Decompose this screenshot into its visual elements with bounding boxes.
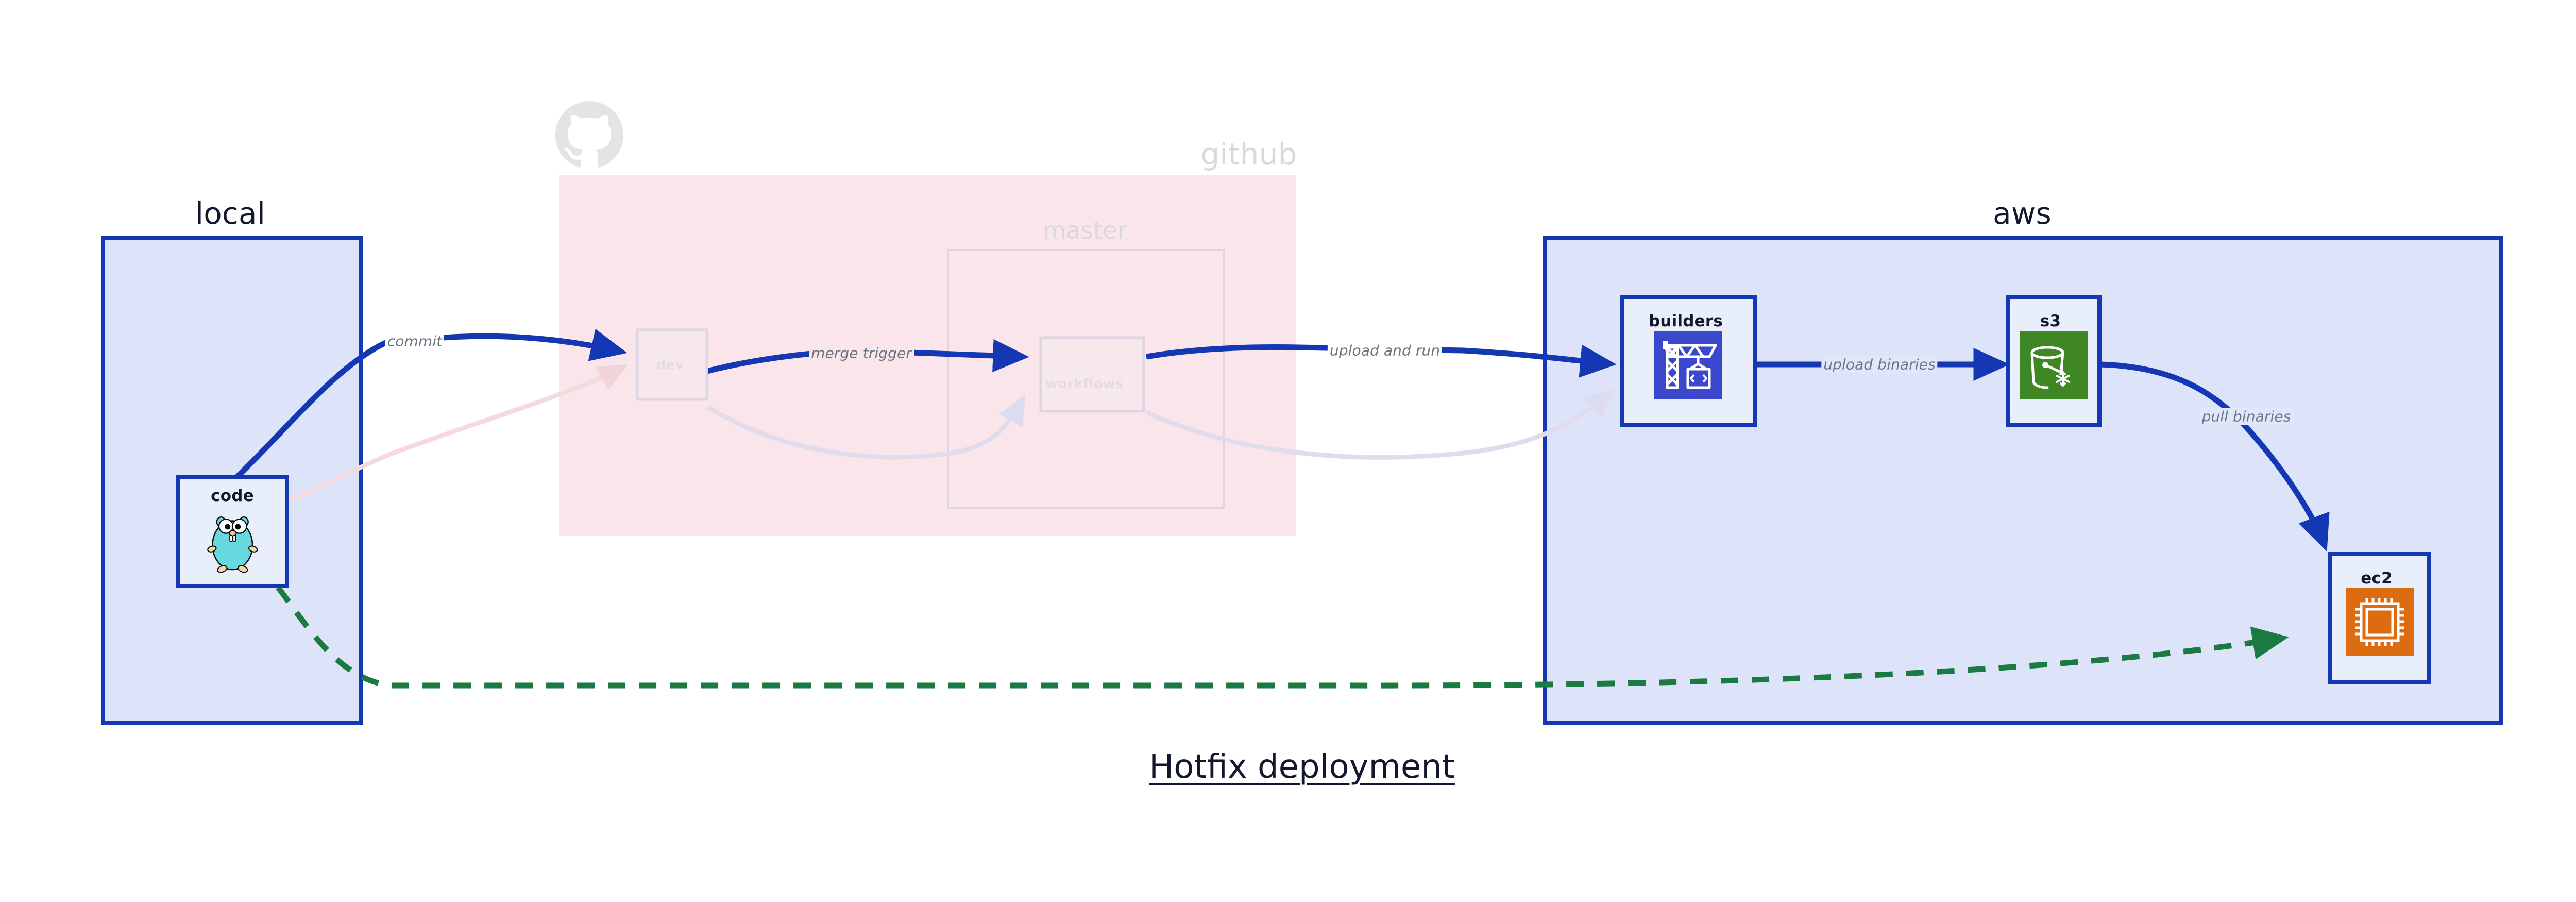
- aws-ec2-icon: [2346, 588, 2414, 656]
- edge-hotfix-dashed: [276, 586, 2289, 689]
- go-gopher-icon: [207, 516, 258, 573]
- node-label-dev: dev: [656, 357, 684, 373]
- subcluster-title-master: master: [1043, 216, 1127, 244]
- edge-label-upload-and-run: upload and run: [1327, 342, 1443, 359]
- edge-label-upload-binaries: upload binaries: [1821, 356, 1938, 373]
- node-label-s3: s3: [2040, 312, 2061, 330]
- cluster-title-local: local: [195, 196, 266, 231]
- cluster-title-aws: aws: [1993, 196, 2052, 231]
- node-label-ec2: ec2: [2361, 569, 2393, 588]
- github-octocat-icon: [555, 101, 623, 168]
- node-workflows[interactable]: [1039, 336, 1145, 413]
- diagram-title: Hotfix deployment: [1149, 748, 1455, 786]
- edge-label-commit: commit: [385, 332, 445, 350]
- subcluster-master: [947, 249, 1225, 509]
- aws-codebuild-icon: [1654, 331, 1722, 399]
- node-label-builders: builders: [1648, 312, 1723, 330]
- aws-s3-glacier-icon: [2020, 331, 2088, 399]
- node-label-code: code: [211, 487, 254, 505]
- edge-label-pull-binaries: pull binaries: [2199, 408, 2293, 425]
- cluster-title-github: github: [1200, 137, 1297, 172]
- node-dev[interactable]: [636, 328, 708, 401]
- edge-label-merge-trigger: merge trigger: [809, 344, 914, 362]
- edge-upload-run: [1146, 344, 1617, 378]
- edge-pull-binaries: [2100, 361, 2330, 552]
- node-label-workflows: workflows: [1045, 376, 1124, 392]
